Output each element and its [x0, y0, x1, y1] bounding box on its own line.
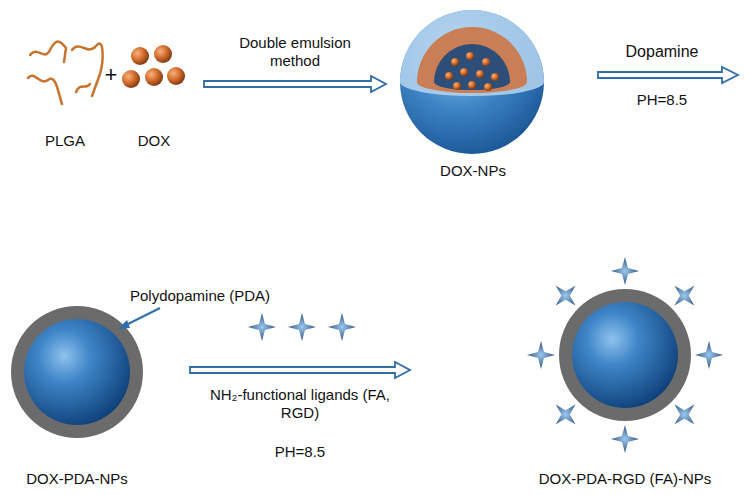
node-label: DOX-NPs	[398, 162, 548, 180]
condition-label: PH=8.5	[275, 442, 325, 461]
condition-label: PH=8.5	[637, 90, 687, 109]
particle-node: DOX-PDA-RGD (FA)-NPs	[525, 255, 725, 488]
node-label: PLGA	[20, 132, 110, 150]
dox-nanoparticle	[400, 10, 544, 154]
process-arrow	[190, 362, 410, 378]
process-arrow	[204, 76, 386, 92]
leader-arrow	[118, 308, 160, 329]
pda-nanoparticle	[11, 306, 143, 438]
node-label: DOX-PDA-RGD (FA)-NPs	[525, 470, 725, 488]
dox-dots	[122, 45, 185, 88]
ligand-stars	[248, 313, 356, 341]
targeted-nanoparticle	[527, 257, 723, 453]
drug-node: DOX	[118, 35, 190, 150]
plus-sign: +	[105, 62, 118, 88]
node-label: DOX	[118, 132, 190, 150]
edge-label: NH₂-functional ligands (FA, RGD)	[205, 386, 395, 422]
node-label: DOX-PDA-NPs	[2, 470, 152, 488]
particle-node: DOX-PDA-NPs	[2, 302, 152, 488]
edge-label: Double emulsion method	[225, 34, 365, 70]
callout-label: Polydopamine (PDA)	[130, 286, 270, 305]
process-arrow	[598, 67, 738, 83]
plga-chains	[28, 42, 103, 105]
reagent-label: Dopamine	[626, 42, 699, 62]
particle-node: DOX-NPs	[398, 8, 548, 180]
polymer-node: PLGA	[20, 25, 110, 150]
